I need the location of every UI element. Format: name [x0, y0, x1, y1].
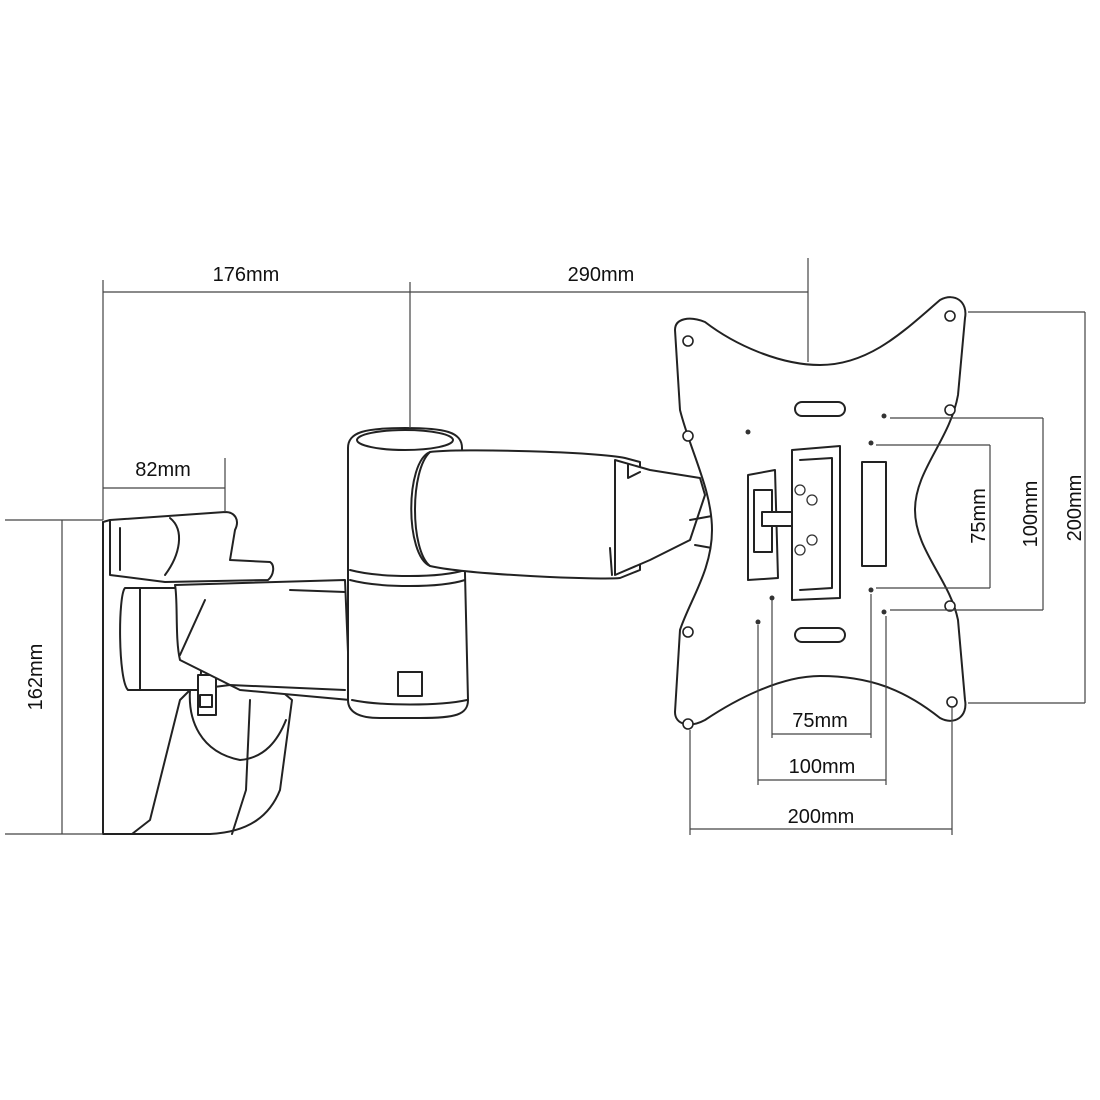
vesa-hole-br [944, 600, 956, 612]
dim-label-162: 162mm [25, 644, 47, 711]
dimension-lines [5, 258, 1086, 835]
dim-label-vesa-h-75: 75mm [792, 710, 848, 732]
vesa-hole-tr [944, 310, 956, 322]
dim-label-82: 82mm [135, 459, 191, 481]
dim-label-vesa-v-75: 75mm [968, 488, 990, 544]
vesa-plate [674, 296, 967, 730]
second-arm [410, 449, 737, 580]
vesa-hole-tl [682, 335, 694, 347]
vesa-hole-bl2 [682, 718, 694, 730]
vesa-hole-ml [682, 430, 694, 442]
vesa-hole-mr [944, 404, 956, 416]
dim-label-vesa-h-100: 100mm [789, 756, 856, 778]
dim-label-vesa-h-200: 200mm [788, 806, 855, 828]
dim-label-vesa-v-200: 200mm [1064, 475, 1086, 542]
dim-label-176: 176mm [213, 264, 280, 286]
vesa-hole-br2 [946, 696, 958, 708]
dim-label-vesa-v-100: 100mm [1020, 481, 1042, 548]
vesa-hole-bl [682, 626, 694, 638]
dim-label-290: 290mm [568, 264, 635, 286]
first-arm [174, 579, 351, 701]
